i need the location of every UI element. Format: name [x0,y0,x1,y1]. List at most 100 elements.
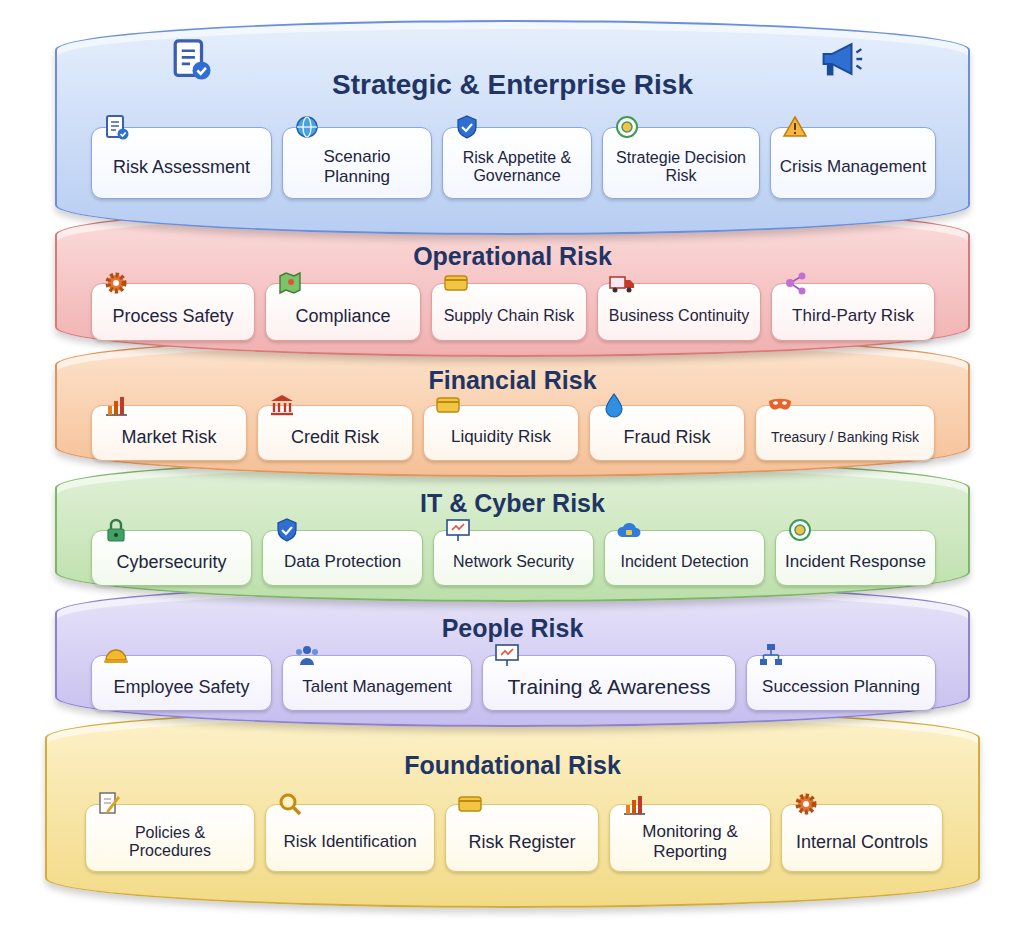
risk-layer: Foundational RiskPolicies & Procedures Ri… [45,708,980,908]
search-icon [276,790,304,818]
box-label: Risk Identification [283,832,416,852]
box-label: Data Protection [284,552,401,572]
helmet-icon [102,641,130,669]
risk-box: Cybersecurity [91,530,252,586]
board-icon [493,641,521,669]
chart-icon [102,391,130,419]
risk-box: Treasury / Banking Risk [755,405,935,461]
layer-title: People Risk [442,615,584,643]
mega-icon [817,36,863,82]
risk-box: Business Continuity [597,283,761,341]
box-label: Crisis Management [780,157,926,177]
risk-box: Strategie Decision Risk [602,127,760,199]
org-icon [757,641,785,669]
box-label: Training & Awareness [507,675,710,699]
risk-box: Fraud Risk [589,405,745,461]
box-label: Business Continuity [609,307,750,325]
risk-box: Risk Register [445,804,599,872]
cloud-icon [615,516,643,544]
gear-icon [102,269,130,297]
box-label: Monitoring & Reporting [618,822,762,861]
layer-title: IT & Cyber Risk [420,490,605,518]
card-icon [456,790,484,818]
doc-icon [102,113,130,141]
box-label: Treasury / Banking Risk [771,429,919,445]
risk-box: Risk Identification [265,804,435,872]
box-label: Risk Appetite & Governance [451,149,583,186]
box-label: Risk Register [468,832,575,853]
chart-icon [620,790,648,818]
risk-box: Liquidity Risk [423,405,579,461]
box-label: Process Safety [112,306,233,327]
box-label: Succession Planning [762,677,920,697]
risk-box: Talent Management [282,655,472,711]
box-label: Liquidity Risk [451,427,551,447]
box-label: Incident Detection [620,553,748,571]
board-icon [444,516,472,544]
shield-icon [453,113,481,141]
risk-box: Market Risk [91,405,247,461]
risk-layer: IT & Cyber RiskCybersecurity Data Protect… [55,458,970,602]
lock-icon [102,516,130,544]
box-label: Fraud Risk [623,427,710,448]
box-label: Credit Risk [291,427,379,448]
warn-icon [781,113,809,141]
gear-icon [792,790,820,818]
globe-icon [293,113,321,141]
box-label: Internal Controls [796,832,928,853]
pen-icon [96,790,124,818]
card-icon [442,269,470,297]
box-label: Third-Party Risk [792,306,914,326]
bank-icon [268,391,296,419]
layer-title: Strategic & Enterprise Risk [332,70,693,101]
risk-box: Supply Chain Risk [431,283,587,341]
risk-box: Third-Party Risk [771,283,935,341]
box-label: Compliance [295,306,390,327]
risk-box: Network Security [433,530,594,586]
box-label: Talent Management [302,677,451,697]
drop-icon [600,391,628,419]
risk-box: Compliance [265,283,421,341]
target-icon [786,516,814,544]
risk-box: Risk Appetite & Governance [442,127,592,199]
doc-icon [167,36,213,82]
layer-title: Financial Risk [428,367,596,395]
truck-icon [608,269,636,297]
risk-box: Training & Awareness [482,655,736,711]
risk-box: Succession Planning [746,655,936,711]
box-label: Market Risk [121,427,216,448]
layer-title: Operational Risk [413,243,612,271]
risk-box: Monitoring & Reporting [609,804,771,872]
card-icon [434,391,462,419]
box-label: Scenario Planning [291,147,423,186]
risk-box: Crisis Management [770,127,936,199]
map-icon [276,269,304,297]
risk-box: Employee Safety [91,655,272,711]
risk-layer: People RiskEmployee Safety Talent Managem… [55,583,970,727]
box-label: Cybersecurity [116,552,226,573]
risk-box: Policies & Procedures [85,804,255,872]
box-label: Supply Chain Risk [444,307,575,325]
risk-layer: Strategic & Enterprise RiskRisk Assessme… [55,20,970,235]
nodes-icon [782,269,810,297]
mask-icon [766,391,794,419]
box-label: Strategie Decision Risk [611,149,751,186]
layer-title: Foundational Risk [404,752,621,780]
box-label: Policies & Procedures [94,824,246,861]
box-label: Network Security [453,553,574,571]
risk-box: Process Safety [91,283,255,341]
risk-box: Risk Assessment [91,127,272,199]
risk-box: Incident Detection [604,530,765,586]
people-icon [293,641,321,669]
risk-box: Scenario Planning [282,127,432,199]
box-label: Incident Response [785,552,926,572]
risk-box: Data Protection [262,530,423,586]
risk-box: Internal Controls [781,804,943,872]
shield-icon [273,516,301,544]
box-label: Risk Assessment [113,157,250,178]
risk-box: Incident Response [775,530,936,586]
box-label: Employee Safety [113,677,249,698]
risk-box: Credit Risk [257,405,413,461]
target-icon [613,113,641,141]
